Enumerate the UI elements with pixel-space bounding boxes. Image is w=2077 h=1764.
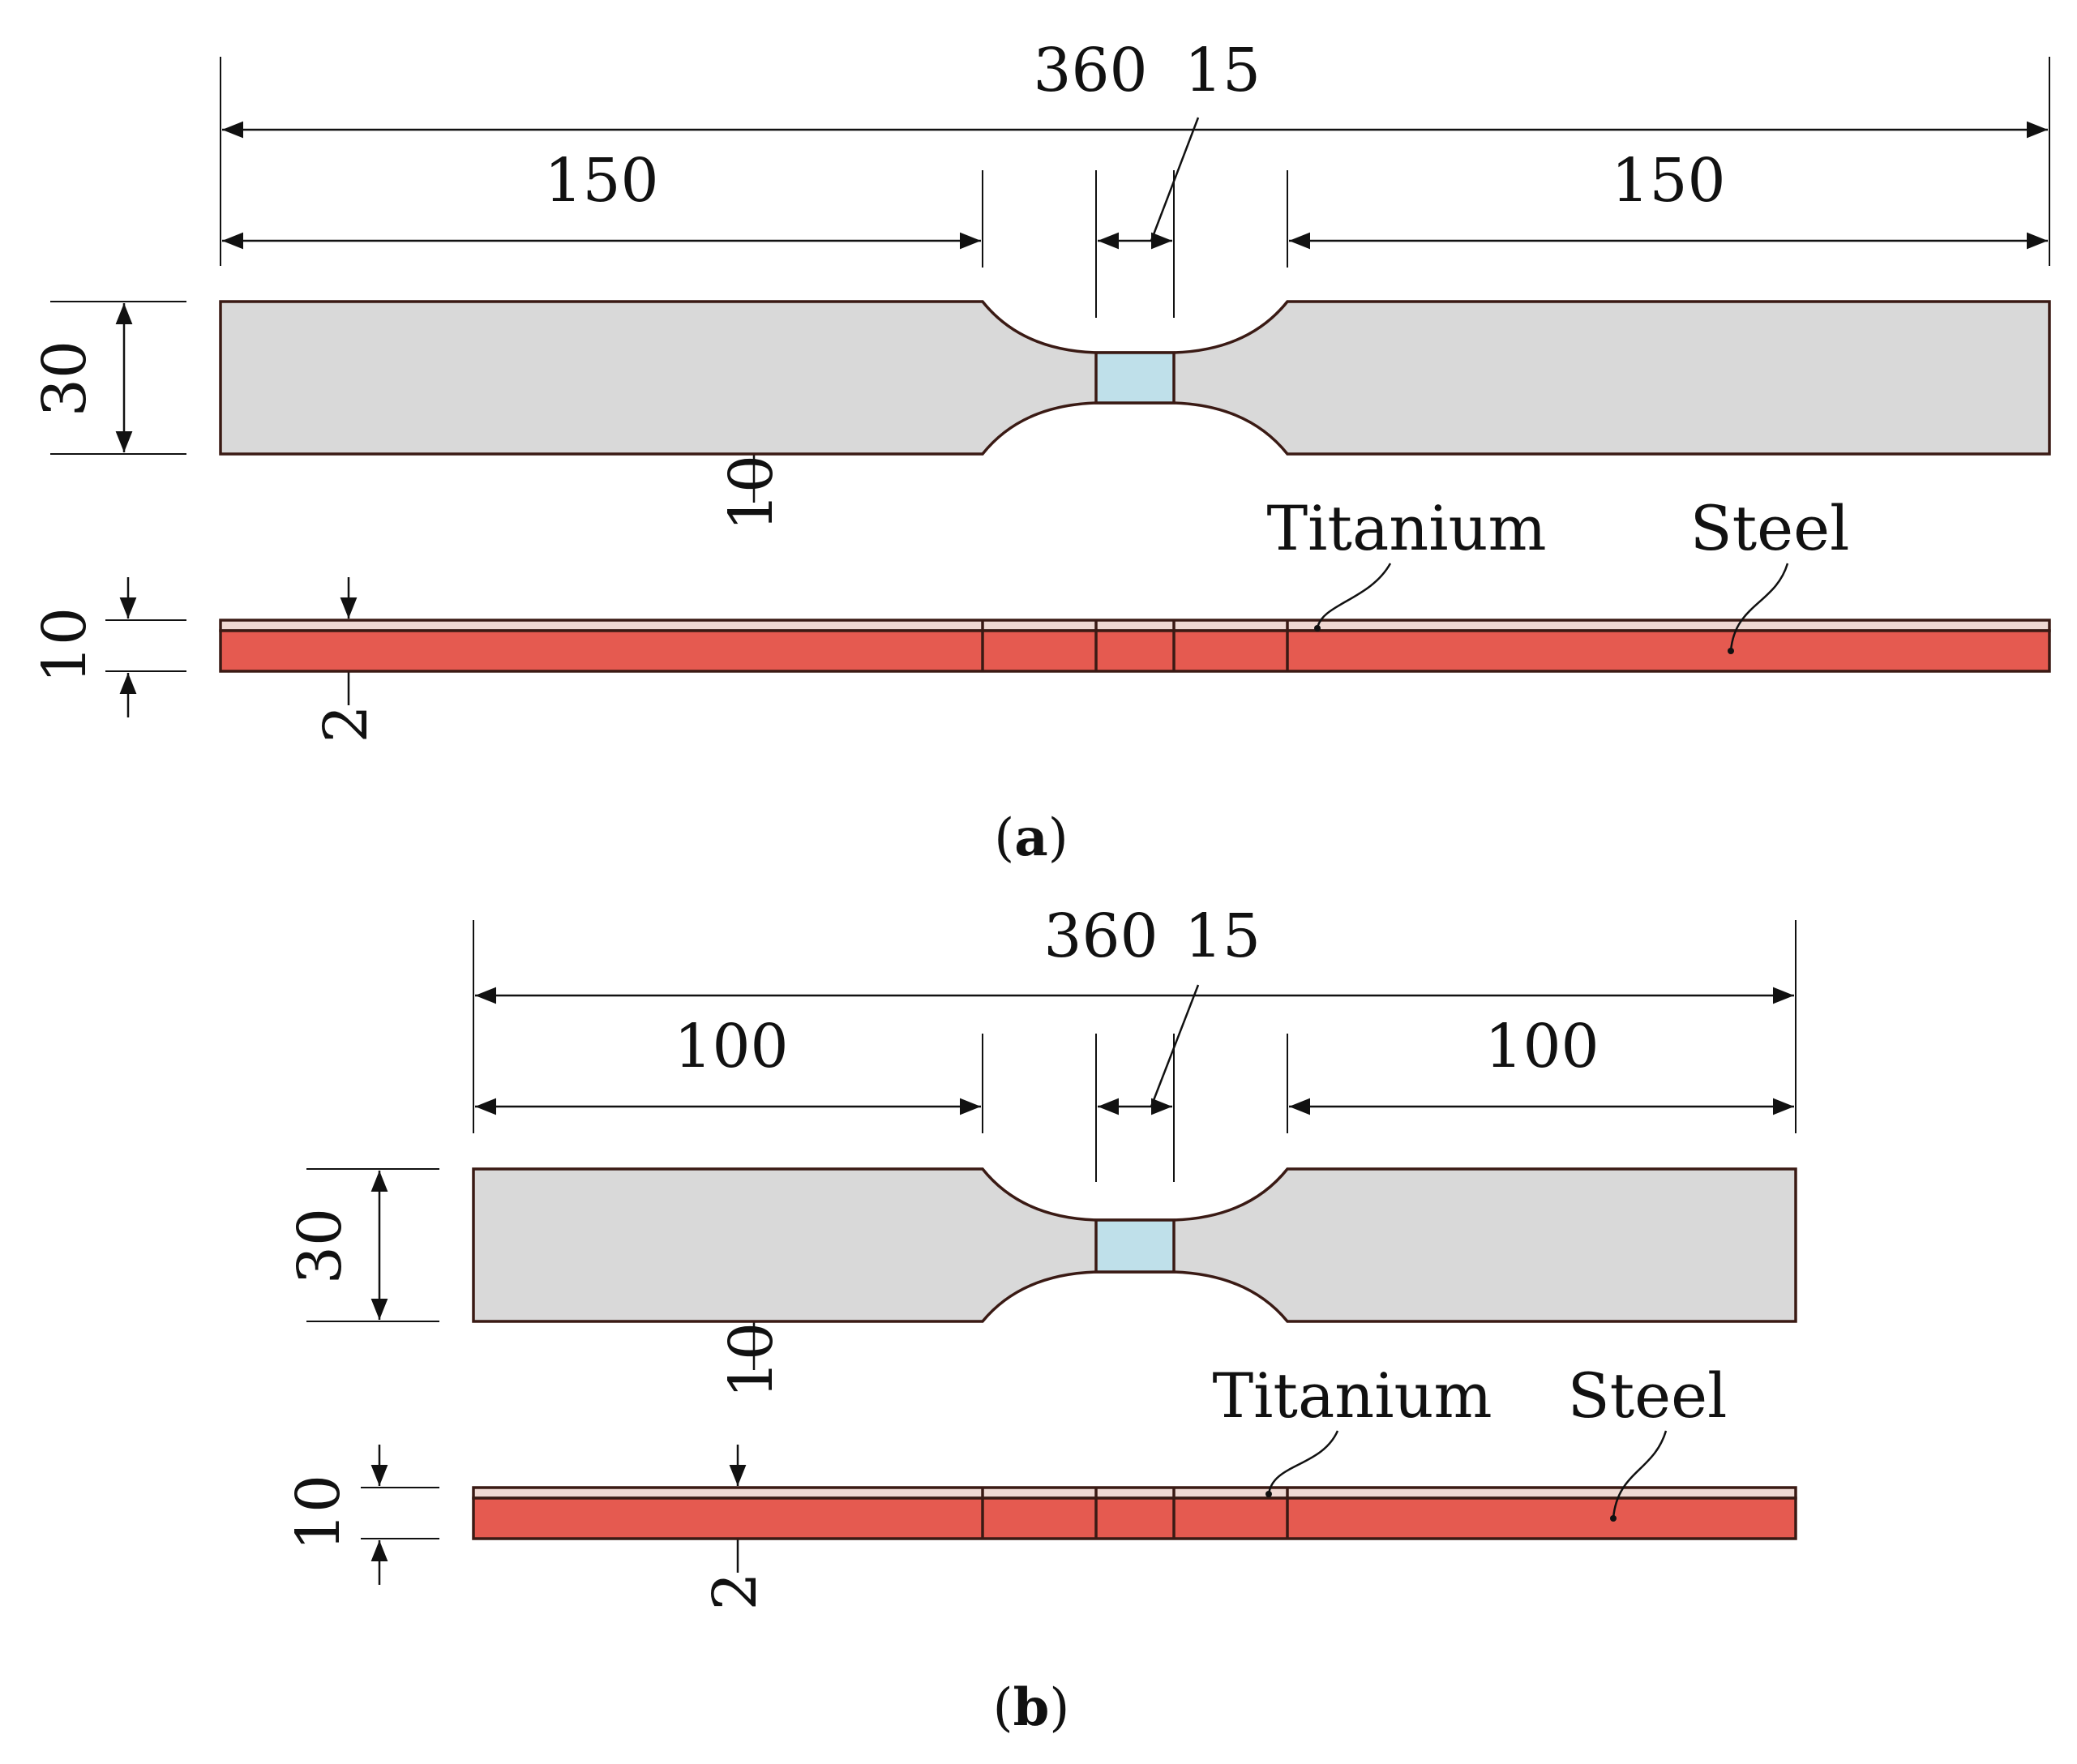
titanium-label: Titanium [1266, 492, 1546, 564]
neck-width-label: 10 [717, 1322, 786, 1398]
steel-leader-dot [1610, 1515, 1617, 1522]
weld-zone [1094, 1218, 1176, 1274]
steel-label: Steel [1568, 1359, 1728, 1432]
steel-leader [1729, 563, 1789, 652]
total-length-label: 360 [1043, 901, 1158, 971]
weld-leader [1150, 117, 1200, 242]
titanium-leader [1316, 563, 1392, 629]
weld-width-label: 15 [1184, 36, 1261, 105]
weld-leader [1150, 984, 1200, 1107]
titanium-leader-dot [1314, 625, 1321, 632]
right-length-label: 100 [1484, 1012, 1599, 1081]
panel-b: 360 15 100 100 30 10 10 2 Titanium Steel… [284, 901, 1797, 1738]
left-length-label: 100 [674, 1012, 788, 1081]
titanium-thickness-label: 2 [700, 1572, 770, 1610]
caption-b: (b) [993, 1677, 1070, 1738]
thickness-label: 10 [30, 607, 100, 683]
neck-width-label: 10 [717, 455, 786, 531]
steel-layer [472, 1496, 1797, 1540]
titanium-thickness-label: 2 [311, 704, 381, 743]
right-length-label: 150 [1611, 146, 1725, 216]
weld-zone [1094, 351, 1176, 405]
panel-a: 360 15 150 150 30 10 10 2 Titanium Steel… [30, 36, 2051, 868]
titanium-leader [1267, 1430, 1339, 1495]
titanium-layer [472, 1486, 1797, 1500]
total-length-label: 360 [1033, 36, 1147, 105]
section-dividers [981, 1488, 1289, 1539]
weld-width-label: 15 [1184, 901, 1261, 971]
thickness-label: 10 [284, 1475, 353, 1551]
caption-a: (a) [994, 807, 1068, 868]
steel-label: Steel [1690, 492, 1850, 564]
steel-leader [1612, 1430, 1668, 1519]
plate-width-label: 30 [285, 1208, 355, 1284]
plate-width-label: 30 [30, 340, 100, 417]
steel-layer [219, 629, 2051, 673]
titanium-leader-dot [1265, 1491, 1272, 1497]
titanium-label: Titanium [1212, 1359, 1492, 1432]
section-dividers [981, 620, 1289, 671]
titanium-layer [219, 619, 2051, 632]
left-length-label: 150 [544, 146, 658, 216]
steel-leader-dot [1728, 648, 1734, 654]
